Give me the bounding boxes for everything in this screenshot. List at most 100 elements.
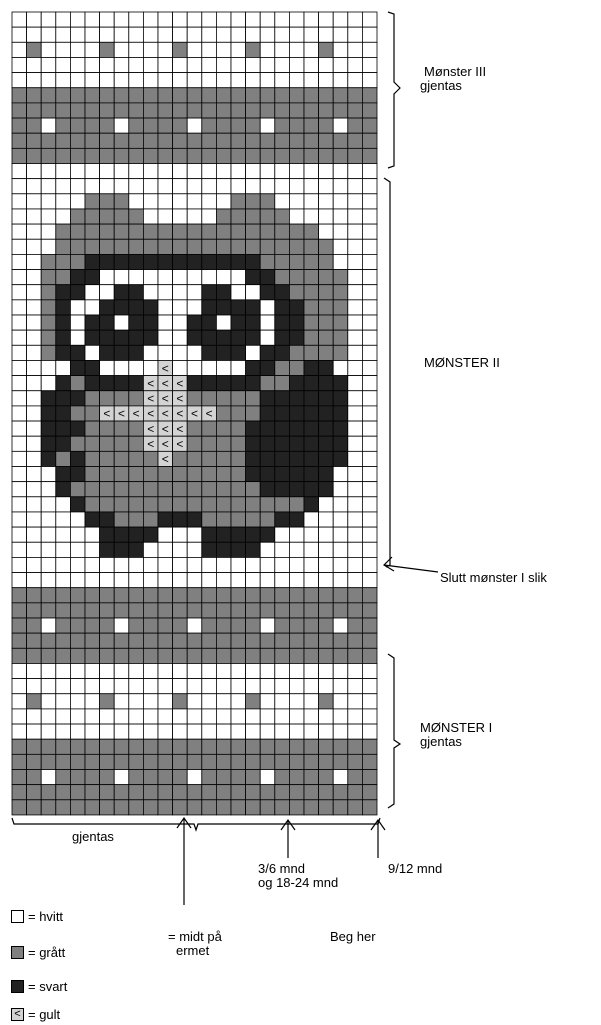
- chart-cell: [304, 724, 319, 739]
- chart-cell: [333, 785, 348, 800]
- chart-cell: [56, 315, 71, 330]
- chart-cell: [114, 239, 129, 254]
- chart-cell: [27, 694, 42, 709]
- chart-cell: [304, 739, 319, 754]
- chart-cell: [114, 224, 129, 239]
- chart-cell: [333, 527, 348, 542]
- chart-cell: [173, 285, 188, 300]
- chart-cell: [100, 118, 115, 133]
- chart-cell: [275, 391, 290, 406]
- chart-cell: [333, 285, 348, 300]
- chart-cell: [158, 133, 173, 148]
- chart-cell: [333, 345, 348, 360]
- chart-cell: [304, 285, 319, 300]
- chart-cell: [304, 330, 319, 345]
- chart-cell: [56, 542, 71, 557]
- chart-cell: [231, 709, 246, 724]
- chart-cell: [246, 497, 261, 512]
- chart-cell: [56, 603, 71, 618]
- chart-cell: [158, 270, 173, 285]
- chart-cell: [100, 27, 115, 42]
- chart-cell: [56, 497, 71, 512]
- chart-cell: [216, 194, 231, 209]
- chart-cell: [173, 315, 188, 330]
- chart-cell: [70, 285, 85, 300]
- chart-cell: [216, 376, 231, 391]
- chart-cell: [319, 603, 334, 618]
- chart-cell: [158, 194, 173, 209]
- chart-cell: [100, 224, 115, 239]
- chart-cell: [348, 239, 363, 254]
- chart-cell: [275, 451, 290, 466]
- chart-cell: [333, 73, 348, 88]
- chart-cell: [41, 618, 56, 633]
- chart-cell: [275, 557, 290, 572]
- chart-cell: [12, 618, 27, 633]
- chart-cell: [289, 315, 304, 330]
- chart-cell: [187, 270, 202, 285]
- chart-cell: [158, 527, 173, 542]
- chart-cell: [129, 239, 144, 254]
- chart-cell: [129, 285, 144, 300]
- chart-cell: [70, 754, 85, 769]
- chart-cell: [70, 421, 85, 436]
- chart-cell: [187, 603, 202, 618]
- chart-cell: [202, 88, 217, 103]
- chart-cell: [231, 436, 246, 451]
- chart-cell: [246, 27, 261, 42]
- chart-cell: [348, 194, 363, 209]
- chart-cell: [333, 573, 348, 588]
- chart-cell: [216, 754, 231, 769]
- chart-cell: [275, 73, 290, 88]
- chart-cell: [100, 633, 115, 648]
- chart-cell: [173, 542, 188, 557]
- chart-cell: [173, 164, 188, 179]
- chart-cell: [246, 785, 261, 800]
- chart-cell: [70, 588, 85, 603]
- chart-cell: [143, 694, 158, 709]
- chart-cell: [202, 285, 217, 300]
- chart-cell: [362, 679, 377, 694]
- chart-cell: [70, 118, 85, 133]
- chart-cell: [187, 542, 202, 557]
- chart-cell: [246, 573, 261, 588]
- label-gjentas-bottom: gjentas: [72, 830, 114, 844]
- chart-cell: [56, 694, 71, 709]
- chart-cell: [143, 663, 158, 678]
- chart-cell: [41, 148, 56, 163]
- chart-cell: [246, 406, 261, 421]
- chart-cell: [304, 512, 319, 527]
- chart-cell: [289, 603, 304, 618]
- chart-cell: [348, 330, 363, 345]
- chart-cell: [114, 754, 129, 769]
- chart-cell: [333, 724, 348, 739]
- chart-cell: [202, 527, 217, 542]
- chart-cell: [129, 770, 144, 785]
- chart-cell: [289, 679, 304, 694]
- chart-cell: [12, 436, 27, 451]
- chart-cell: [173, 270, 188, 285]
- legend-swatch-hvitt: [11, 910, 24, 923]
- chart-cell: [275, 436, 290, 451]
- chart-cell: [173, 148, 188, 163]
- chart-cell: [202, 209, 217, 224]
- chart-cell: [231, 224, 246, 239]
- chart-cell: [12, 573, 27, 588]
- chart-cell: [246, 663, 261, 678]
- chart-cell: [304, 451, 319, 466]
- chart-cell: [56, 739, 71, 754]
- chart-cell: [246, 557, 261, 572]
- chart-cell: [202, 254, 217, 269]
- chart-cell: [304, 103, 319, 118]
- chart-cell: [202, 542, 217, 557]
- chart-cell: [27, 42, 42, 57]
- chart-cell: [173, 179, 188, 194]
- chart-cell: [56, 557, 71, 572]
- chart-cell: [231, 103, 246, 118]
- chart-cell: [333, 406, 348, 421]
- chart-cell: [173, 512, 188, 527]
- chart-cell: [246, 133, 261, 148]
- chart-cell: [85, 482, 100, 497]
- chart-cell: [12, 724, 27, 739]
- chart-cell: [158, 482, 173, 497]
